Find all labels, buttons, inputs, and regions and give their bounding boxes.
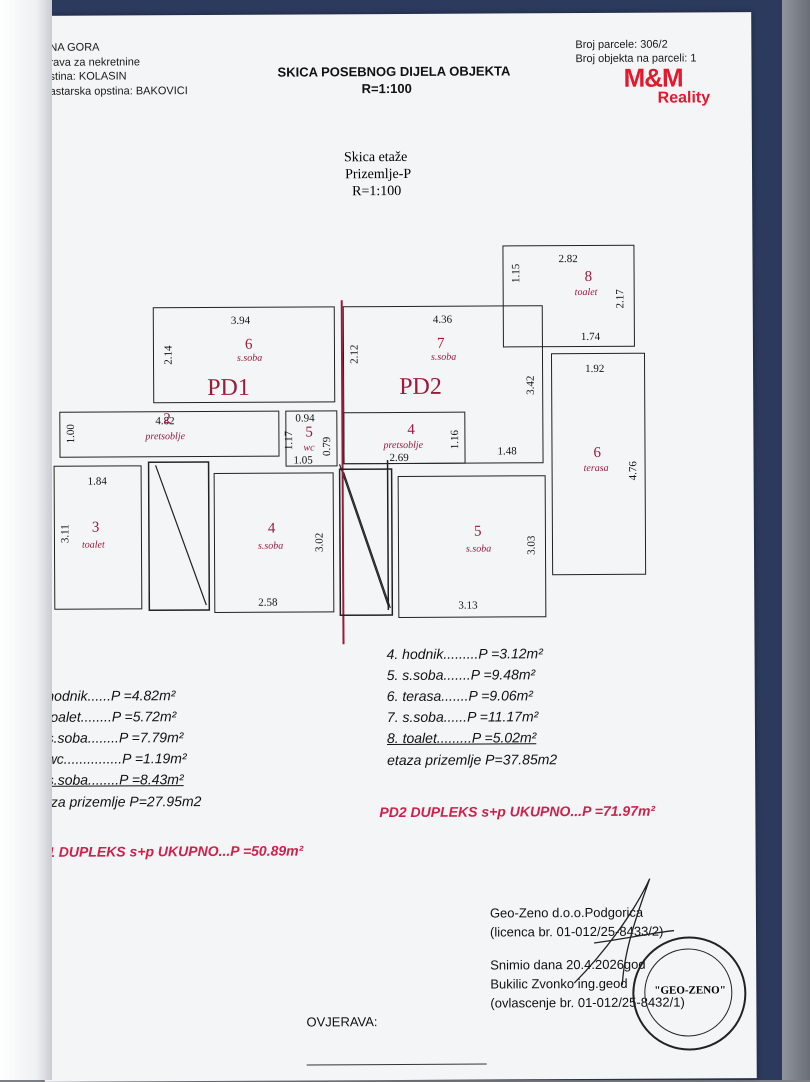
area-row: 4. hodnik.........P =3.12m² — [386, 645, 543, 663]
dim-label: 1.74 — [580, 330, 601, 344]
header-line: stina: KOLASIN — [49, 70, 127, 83]
area-row: 5. s.soba.......P =9.48m² — [386, 666, 536, 684]
dim-label: 3.13 — [458, 599, 478, 612]
verification-line — [306, 1063, 487, 1066]
dim-label: 4.36 — [432, 313, 453, 326]
dim-label: 2.17 — [614, 289, 627, 309]
stamp-text: "GEO-ZENO" — [654, 984, 726, 997]
document-scale: R=1:100 — [361, 80, 412, 97]
room-number: 6 — [244, 336, 253, 353]
header-line: rava za nekretnine — [49, 56, 140, 69]
total-pd2: PD2 DUPLEKS s+p UKUPNO...P =71.97m² — [379, 802, 656, 821]
dim-label: 1.15 — [510, 263, 523, 284]
area-row: 6. s.soba........P =8.43m² — [31, 771, 184, 788]
area-subtotal: etaza prizemlje P=37.85m2 — [387, 751, 558, 769]
header-line: NA GORA — [49, 41, 100, 54]
room-number: 4 — [267, 520, 276, 537]
area-row: 3. toalet........P =5.72m² — [30, 708, 177, 725]
dim-label: 3.11 — [59, 524, 72, 544]
area-row: 2. hodnik......P =4.82m² — [30, 687, 176, 704]
dim-label: 3.94 — [230, 314, 251, 327]
area-row: 5. wc...............P =1.19m² — [31, 750, 187, 767]
dim-label: 2.69 — [389, 451, 409, 465]
dim-label: 2.58 — [258, 596, 278, 609]
room-number: 3 — [91, 519, 100, 536]
room-name: s.soba — [465, 543, 492, 555]
room-name: pretsoblje — [145, 431, 186, 443]
verification-label: OVJERAVA: — [306, 1014, 378, 1030]
area-row: 4. s.soba........P =7.79m² — [30, 729, 184, 746]
dim-label: 1.84 — [87, 475, 107, 488]
parcel-number: Broj parcele: 306/2 — [575, 38, 668, 52]
room-name: s.soba — [430, 351, 457, 363]
unit-label-pd2: PD2 — [399, 373, 442, 400]
area-subtotal: etaza prizemlje P=27.95m2 — [31, 793, 202, 810]
document-page: NA GORA rava za nekretnine stina: KOLASI… — [28, 12, 757, 1082]
dim-label: 0.79 — [321, 436, 334, 457]
dim-label: 2.12 — [348, 344, 361, 364]
room-name: toalet — [81, 539, 105, 551]
area-row: 7. s.soba......P =11.17m² — [386, 708, 539, 726]
area-row: 8. toalet.........P =5.02m² — [386, 729, 537, 747]
dim-label: 3.03 — [525, 535, 538, 555]
dim-label: 2.82 — [558, 253, 578, 266]
dim-label: 1.17 — [283, 430, 296, 451]
room-number: 7 — [436, 335, 445, 352]
brand-logo: M&M Reality — [623, 62, 710, 107]
header-line: astarska opstina: BAKOVICI — [49, 85, 188, 98]
dim-label: 3.42 — [524, 375, 537, 395]
dim-label: 4.76 — [627, 461, 640, 481]
dim-label: 1.48 — [497, 445, 517, 458]
document-title: SKICA POSEBNOG DIJELA OBJEKTA — [277, 63, 511, 80]
sketch-floor: Prizemlje-P — [345, 166, 412, 183]
room-number: 8 — [584, 268, 593, 286]
left-page-edge — [0, 0, 52, 1080]
stairs-pd2 — [338, 468, 394, 617]
room-number: 5 — [473, 523, 482, 540]
room-name: terasa — [583, 462, 609, 475]
dim-label: 0.94 — [295, 412, 315, 425]
room-name: pretsoblje — [383, 439, 424, 452]
room-name: s.soba — [257, 540, 284, 552]
dim-label: 1.05 — [293, 454, 313, 467]
dim-label: 1.16 — [449, 430, 462, 450]
stairs-pd1-right — [338, 460, 390, 611]
sketch-scale: R=1:100 — [352, 183, 402, 200]
area-row: 6. terasa.......P =9.06m² — [386, 687, 533, 705]
room-name: wc — [303, 442, 315, 454]
room-number: 4 — [407, 421, 415, 438]
dim-label: 3.02 — [313, 532, 326, 553]
floor-plan: 3.94 2.14 6 s.soba PD1 4.82 1.00 2 prets… — [39, 12, 751, 645]
room-number: 2 — [163, 411, 171, 428]
room-name: toalet — [574, 286, 598, 299]
total-pd1: PD1 DUPLEKS s+p UKUPNO...P =50.89m² — [27, 842, 304, 860]
room-name: s.soba — [236, 352, 263, 364]
brand-sub: Reality — [657, 89, 711, 107]
stamp: "GEO-ZENO" — [632, 936, 747, 1051]
dim-label: 1.92 — [585, 362, 605, 376]
sketch-title: Skica etaže — [343, 149, 408, 166]
room-number: 6 — [593, 444, 602, 461]
unit-label-pd1: PD1 — [207, 374, 250, 401]
dim-label: 1.00 — [64, 424, 78, 444]
stairs-pd1 — [147, 461, 211, 612]
room-number: 5 — [305, 424, 313, 441]
dim-label: 2.14 — [162, 345, 175, 365]
signature — [573, 878, 675, 985]
